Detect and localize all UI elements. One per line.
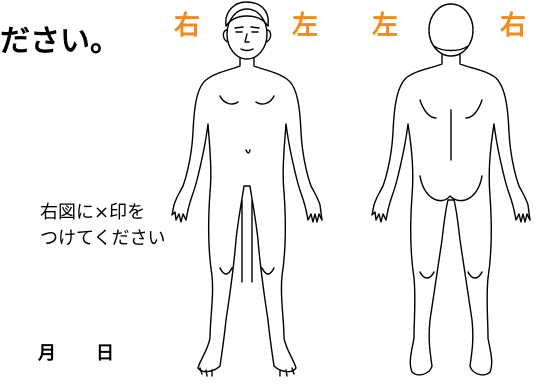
heading-fragment: ださい。 bbox=[0, 22, 120, 62]
back-knees bbox=[420, 272, 482, 278]
front-body-outline bbox=[172, 58, 322, 372]
front-inner-legs bbox=[220, 200, 274, 282]
body-back-figure[interactable] bbox=[354, 0, 554, 385]
body-front-figure[interactable] bbox=[150, 0, 350, 385]
front-mouth bbox=[241, 49, 253, 51]
day-label: 日 bbox=[96, 342, 114, 366]
month-label: 月 bbox=[38, 342, 56, 366]
front-navel bbox=[246, 150, 250, 153]
instruction-text: 右図に×印を つけてください bbox=[40, 200, 165, 252]
back-head bbox=[429, 4, 473, 56]
instruction-line-1: 右図に×印を bbox=[40, 200, 165, 226]
front-chest-lines bbox=[220, 96, 274, 104]
back-body-outline bbox=[372, 54, 530, 375]
back-hairline bbox=[434, 46, 468, 51]
front-hair bbox=[226, 2, 268, 26]
instruction-line-2: つけてください bbox=[40, 226, 165, 252]
front-nose bbox=[245, 34, 249, 42]
back-buttocks bbox=[420, 176, 482, 201]
front-eyebrows bbox=[235, 27, 259, 28]
front-toes bbox=[200, 368, 294, 376]
